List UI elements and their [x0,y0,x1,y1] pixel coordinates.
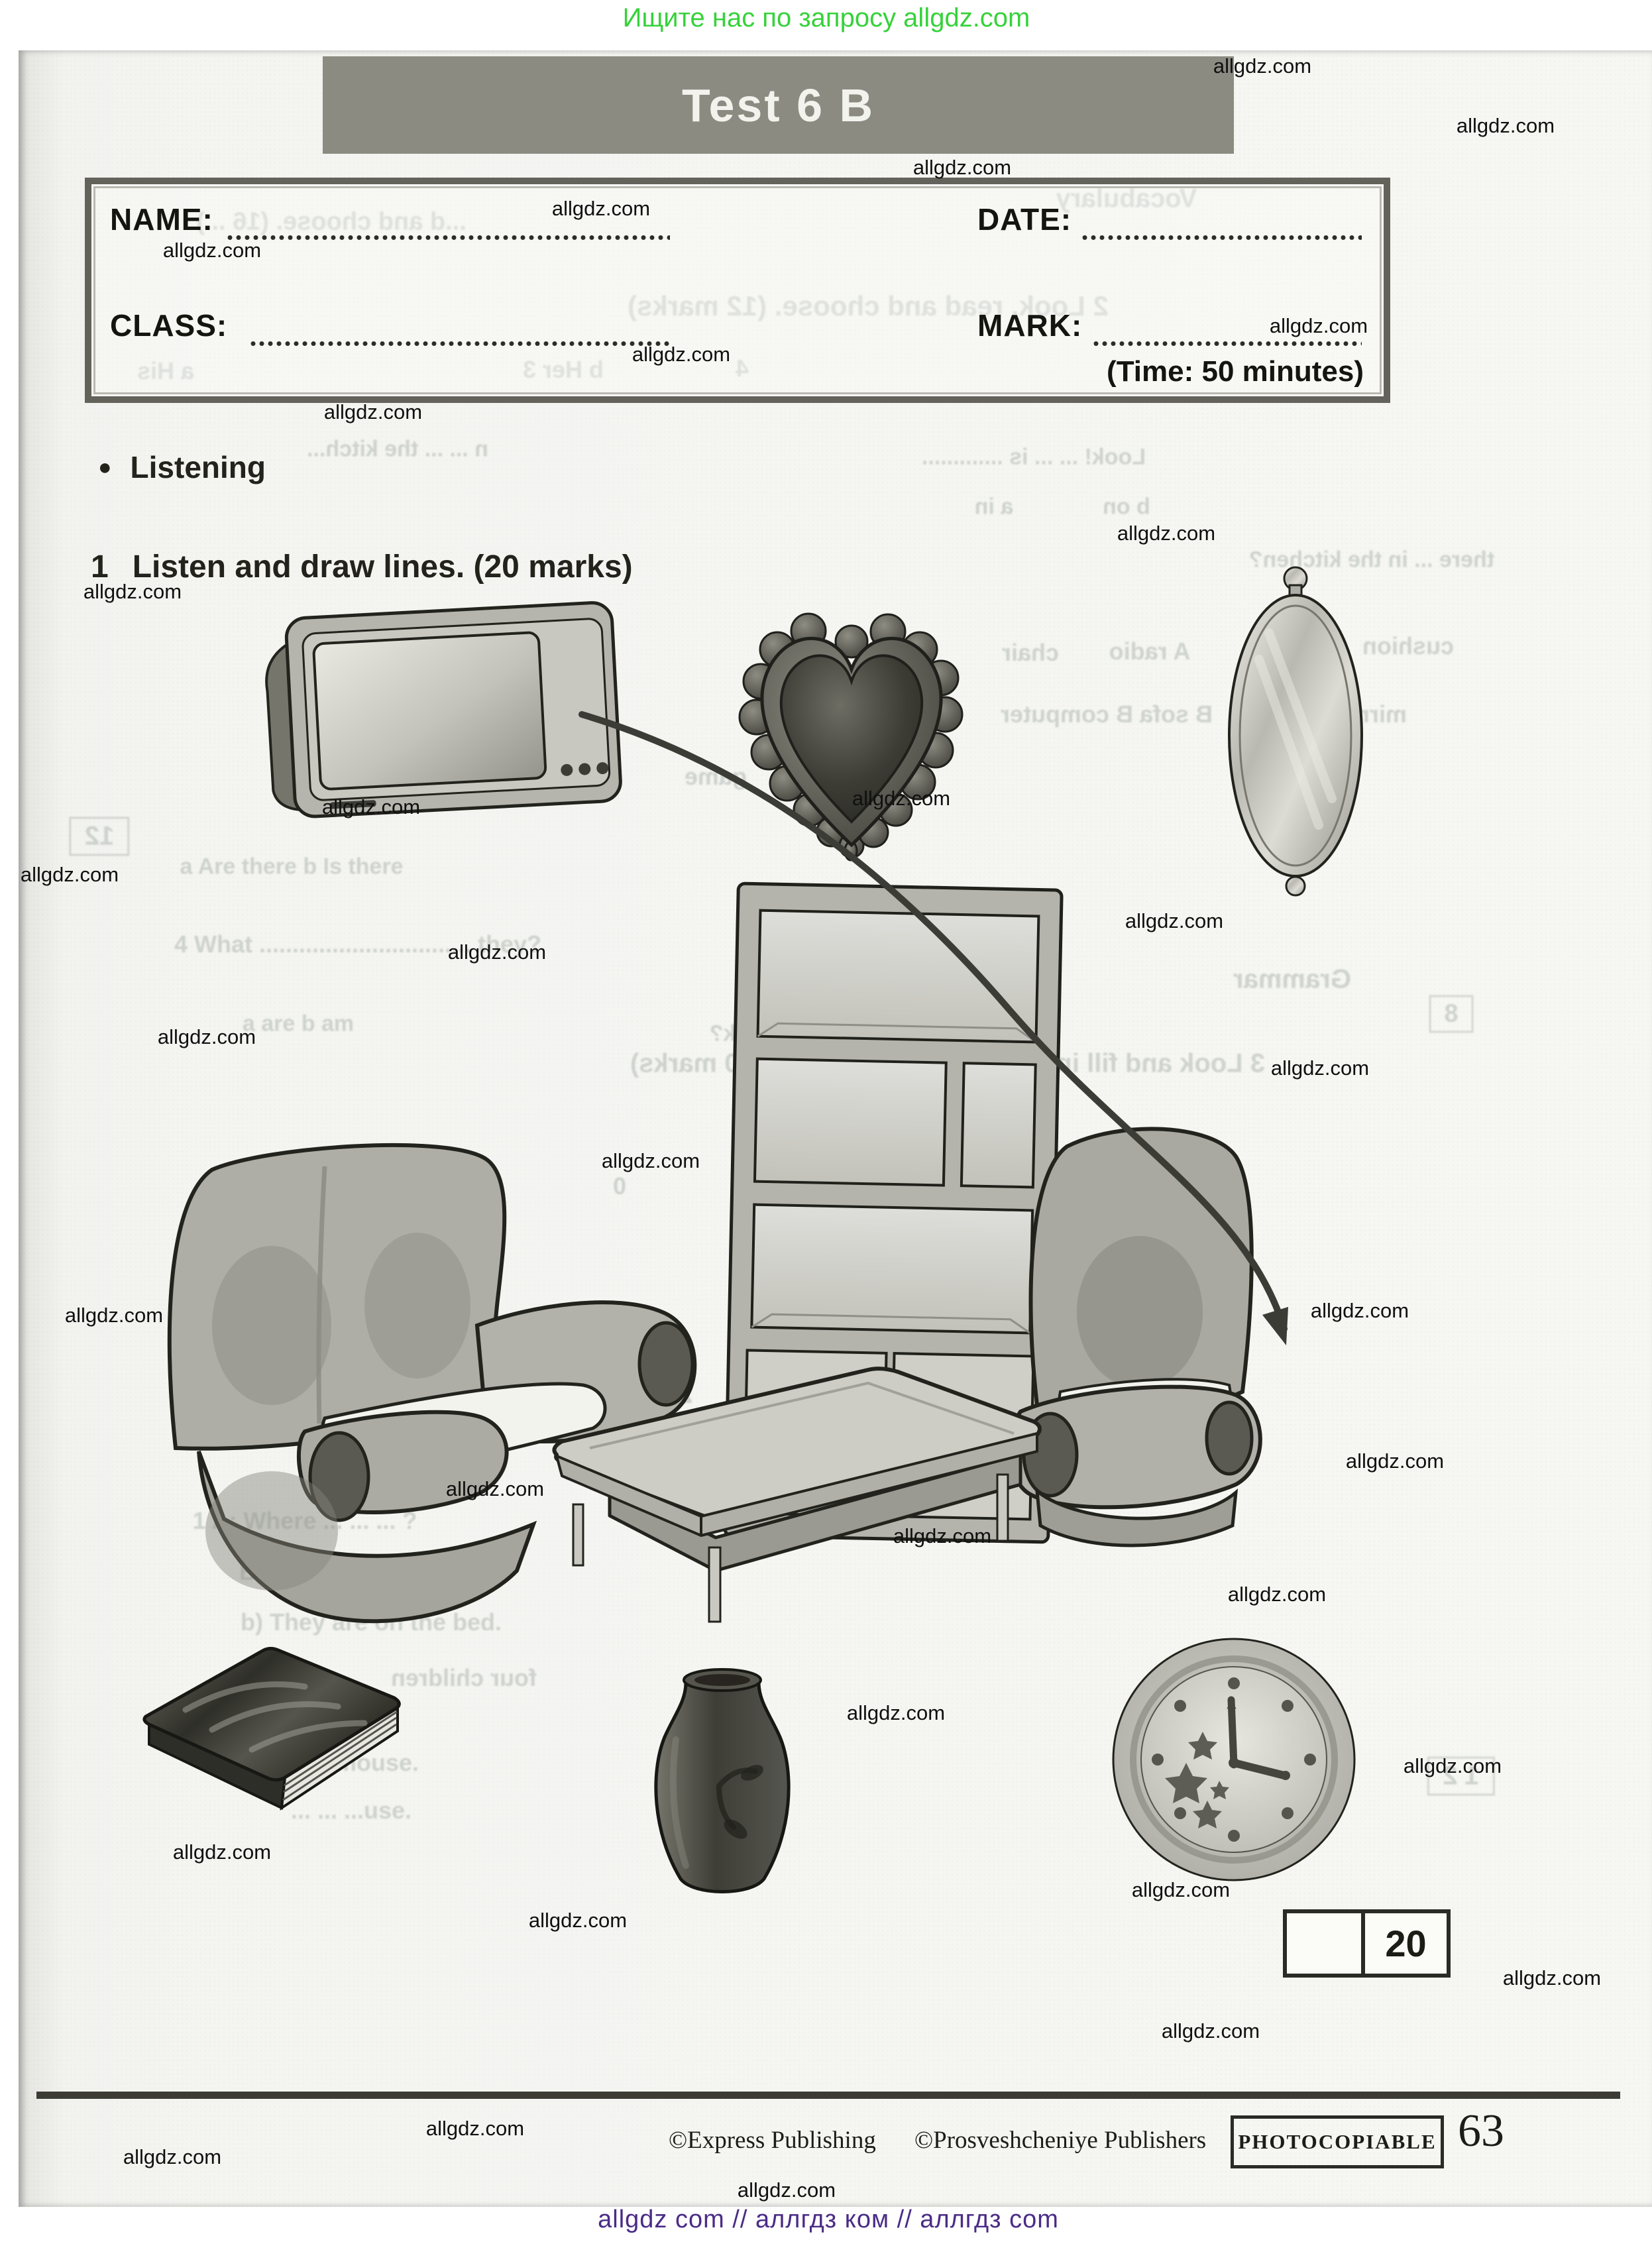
class-label: CLASS: [110,308,228,343]
task-title: Listen and draw lines. (20 marks) [132,549,633,585]
task-line: 1 Listen and draw lines. (20 marks) [91,549,633,585]
watermark-text: allgdz.com [447,940,547,964]
watermark-text: allgdz.com [846,1701,946,1724]
illustration-vase [620,1660,825,1912]
illustration-coffee-table [510,1349,1080,1627]
ghost-text: 8 [1429,995,1474,1033]
bullet-icon: ● [98,454,112,480]
watermark-text: allgdz.com [321,795,421,818]
score-box: 20 [1283,1909,1451,1978]
book-drawing [142,1647,401,1811]
ghost-text: 4 What ................................ … [174,930,542,958]
score-cell-empty [1287,1913,1365,1974]
name-fill-line [227,235,670,241]
watermark-text: allgdz.com [1131,1878,1231,1901]
student-info-box: NAME: DATE: CLASS: MARK: (Time: 50 minut… [85,178,1390,403]
section-heading-listening: ● Listening [98,449,266,485]
ghost-text: B computer [1000,701,1134,728]
promo-banner-bottom: allgdz com // аллгдз ком // аллгдз com [598,2206,1059,2233]
test-title: Test 6 B [681,79,875,131]
date-label: DATE: [977,202,1072,237]
ghost-text: n ... ... the kitch... [307,436,488,462]
task-number: 1 [91,549,109,585]
watermark-text: allgdz.com [1502,1966,1602,1990]
ghost-text: ... ... ...use. [290,1797,412,1824]
vase-drawing [654,1668,791,1893]
promo-banner-top: Ищите нас по запросу allgdz.com [622,3,1030,32]
wall-clock-drawing [1112,1638,1356,1881]
television-drawing [265,601,622,818]
watermark-text: allgdz.com [1227,1583,1327,1606]
illustration-heart-cushion [709,570,994,862]
watermark-text: allgdz.com [893,1524,992,1547]
ghost-text: a in [974,494,1014,520]
watermark-text: allgdz.com [123,2145,222,2168]
ghost-text: B sofa [1139,701,1213,728]
photocopiable-stamp: PHOTOCOPIABLE [1231,2115,1444,2168]
watermark-text: allgdz.com [1125,909,1224,932]
class-fill-line [250,341,670,347]
watermark-text: allgdz.com [1161,2019,1260,2043]
publisher-right-text: ©Prosveshcheniye Publishers [914,2127,1207,2154]
coffee-table-drawing [552,1367,1042,1623]
watermark-text: allgdz.com [323,400,423,423]
watermark-text: allgdz.com [551,197,651,220]
watermark-text: allgdz.com [172,1840,272,1864]
watermark-text: allgdz.com [20,863,119,886]
watermark-text: allgdz.com [737,2178,836,2202]
ghost-text: a Are there b Is there [180,854,404,879]
publisher-left-text: ©Express Publishing [669,2127,876,2154]
watermark-text: allgdz.com [1345,1449,1445,1473]
watermark-text: allgdz.com [528,1909,628,1932]
watermark-text: allgdz.com [1270,1056,1370,1080]
ghost-text: cushion [1362,632,1455,659]
watermark-text: allgdz.com [1117,522,1216,545]
mark-label: MARK: [977,308,1083,343]
ghost-text: chair [1001,639,1060,666]
watermark-text: allgdz.com [632,343,731,366]
watermark-text: allgdz.com [1456,114,1555,137]
illustration-oval-mirror [1219,560,1372,905]
footer-rule [36,2092,1620,2099]
watermark-text: allgdz.com [1310,1299,1409,1322]
watermark-text: allgdz.com [1269,314,1368,337]
watermark-text: allgdz.com [912,156,1012,179]
sofa-drawing [167,1143,697,1624]
ghost-text: A radio [1109,638,1191,665]
oval-mirror-drawing [1228,566,1363,897]
watermark-text: allgdz.com [162,239,262,262]
watermark-text: allgdz.com [852,787,951,810]
time-note: (Time: 50 minutes) [1107,355,1364,388]
date-fill-line [1082,235,1362,241]
page-number: 63 [1458,2105,1504,2157]
ghost-text: b on [1103,494,1150,520]
watermark-text: allgdz.com [601,1149,700,1172]
watermark-text: allgdz.com [445,1477,545,1500]
mark-fill-line [1093,341,1362,347]
ghost-text: Grammar [1233,964,1351,994]
ghost-text: a are b am [242,1011,355,1037]
ghost-text: Look! ... ... is ............. [921,444,1146,470]
watermark-text: allgdz.com [425,2117,525,2140]
illustration-sofa [106,1107,716,1657]
watermark-text: allgdz.com [1403,1754,1502,1777]
test-title-band: Test 6 B [323,56,1234,154]
listening-heading-label: Listening [130,450,266,484]
illustration-television [232,583,643,828]
illustration-book [86,1624,444,1829]
watermark-text: allgdz.com [64,1304,164,1327]
watermark-text: allgdz.com [1213,54,1312,78]
illustration-wall-clock [1108,1634,1360,1885]
ghost-text: 12 [69,816,130,856]
score-cell-max: 20 [1385,1923,1427,1964]
name-label: NAME: [110,202,213,237]
heart-cushion-drawing [738,612,964,862]
watermark-text: allgdz.com [83,580,182,603]
watermark-text: allgdz.com [157,1025,256,1048]
